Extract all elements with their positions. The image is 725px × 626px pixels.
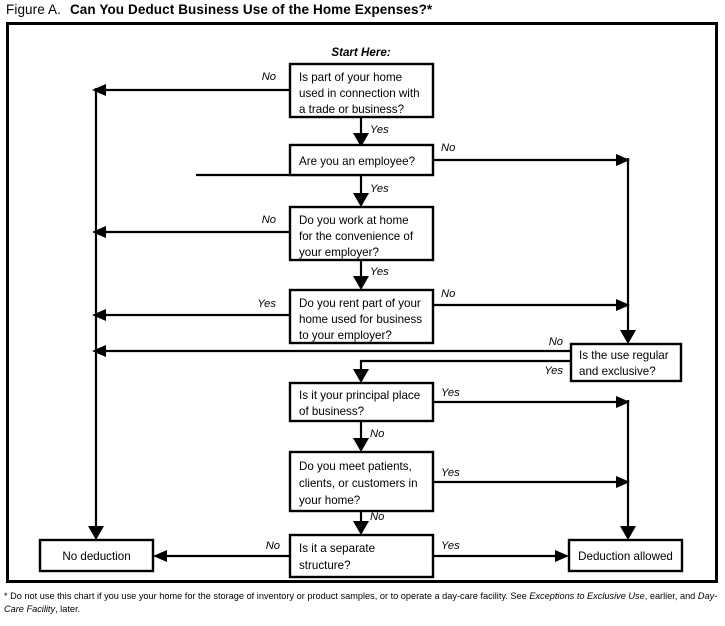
chart-frame [6, 22, 718, 583]
figure-label: Figure A. [6, 2, 61, 17]
footnote-part-1: * Do not use this chart if you use your … [4, 591, 530, 601]
footnote: * Do not use this chart if you use your … [4, 590, 722, 615]
footnote-part-3: , later. [55, 603, 81, 614]
page-title: Figure A. Can You Deduct Business Use of … [6, 2, 432, 17]
footnote-emphasis-2: Day-Care Facility [4, 591, 718, 614]
footnote-emphasis-1: Exceptions to Exclusive Use [529, 591, 645, 601]
footnote-part-2: , earlier, and [644, 591, 698, 601]
figure-heading: Can You Deduct Business Use of the Home … [69, 2, 433, 17]
